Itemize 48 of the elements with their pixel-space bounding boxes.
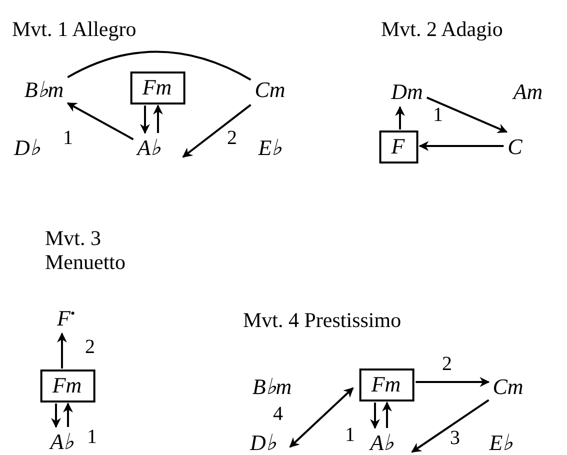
chord-label: A♭ <box>50 431 74 453</box>
section-title: Mvt. 4 Prestissimo <box>243 308 402 332</box>
chord-label: B♭m <box>24 79 64 101</box>
chord-label: A♭ <box>137 137 161 159</box>
edge-label: 2 <box>442 354 452 374</box>
arrow <box>66 102 134 140</box>
edge-label: 1 <box>433 105 443 125</box>
edge-label: 2 <box>227 128 237 148</box>
chord-label: Dm <box>391 81 423 103</box>
edge-label: 2 <box>85 337 95 357</box>
chord-label: E♭ <box>258 137 282 159</box>
arrow <box>289 387 354 448</box>
chord-label: Cm <box>492 376 524 398</box>
section-title: Mvt. 2 Adagio <box>381 17 503 42</box>
chord-label: D♭ <box>250 432 276 454</box>
arrow <box>411 399 490 453</box>
chord-label: A♭ <box>370 432 394 454</box>
chord-box: Fm <box>40 370 96 402</box>
chord-box: Fm <box>359 368 415 402</box>
arrow <box>57 332 67 368</box>
arrow <box>395 106 405 130</box>
section-title: Mvt. 1 Allegro <box>12 17 136 42</box>
chord-label: F$^{•}$ <box>57 306 75 330</box>
arrow <box>153 104 163 133</box>
edge-label: 1 <box>87 427 97 447</box>
section-title: Mvt. 3 Menuetto <box>45 226 126 274</box>
edge-label: 1 <box>63 128 73 148</box>
arrow <box>382 402 392 428</box>
arrow <box>182 104 252 158</box>
chord-label: Cm <box>254 79 286 101</box>
chord-label: C <box>508 136 522 158</box>
edge-label: 4 <box>273 404 283 424</box>
edge-label: 3 <box>450 428 460 448</box>
arrow <box>418 141 504 151</box>
arrow <box>426 96 508 134</box>
connector-line <box>67 50 252 81</box>
chord-label: B♭m <box>252 376 292 398</box>
arrow <box>416 377 490 387</box>
chord-label: D♭ <box>14 137 40 159</box>
arrow <box>63 402 73 427</box>
chord-box: F <box>379 130 419 164</box>
arrow <box>51 404 61 428</box>
edge-label: 1 <box>345 425 355 445</box>
arrow <box>370 402 380 429</box>
chord-label: Am <box>513 81 543 103</box>
chord-box: Fm <box>130 72 186 104</box>
arrow <box>140 106 150 134</box>
chord-label: E♭ <box>489 432 513 454</box>
